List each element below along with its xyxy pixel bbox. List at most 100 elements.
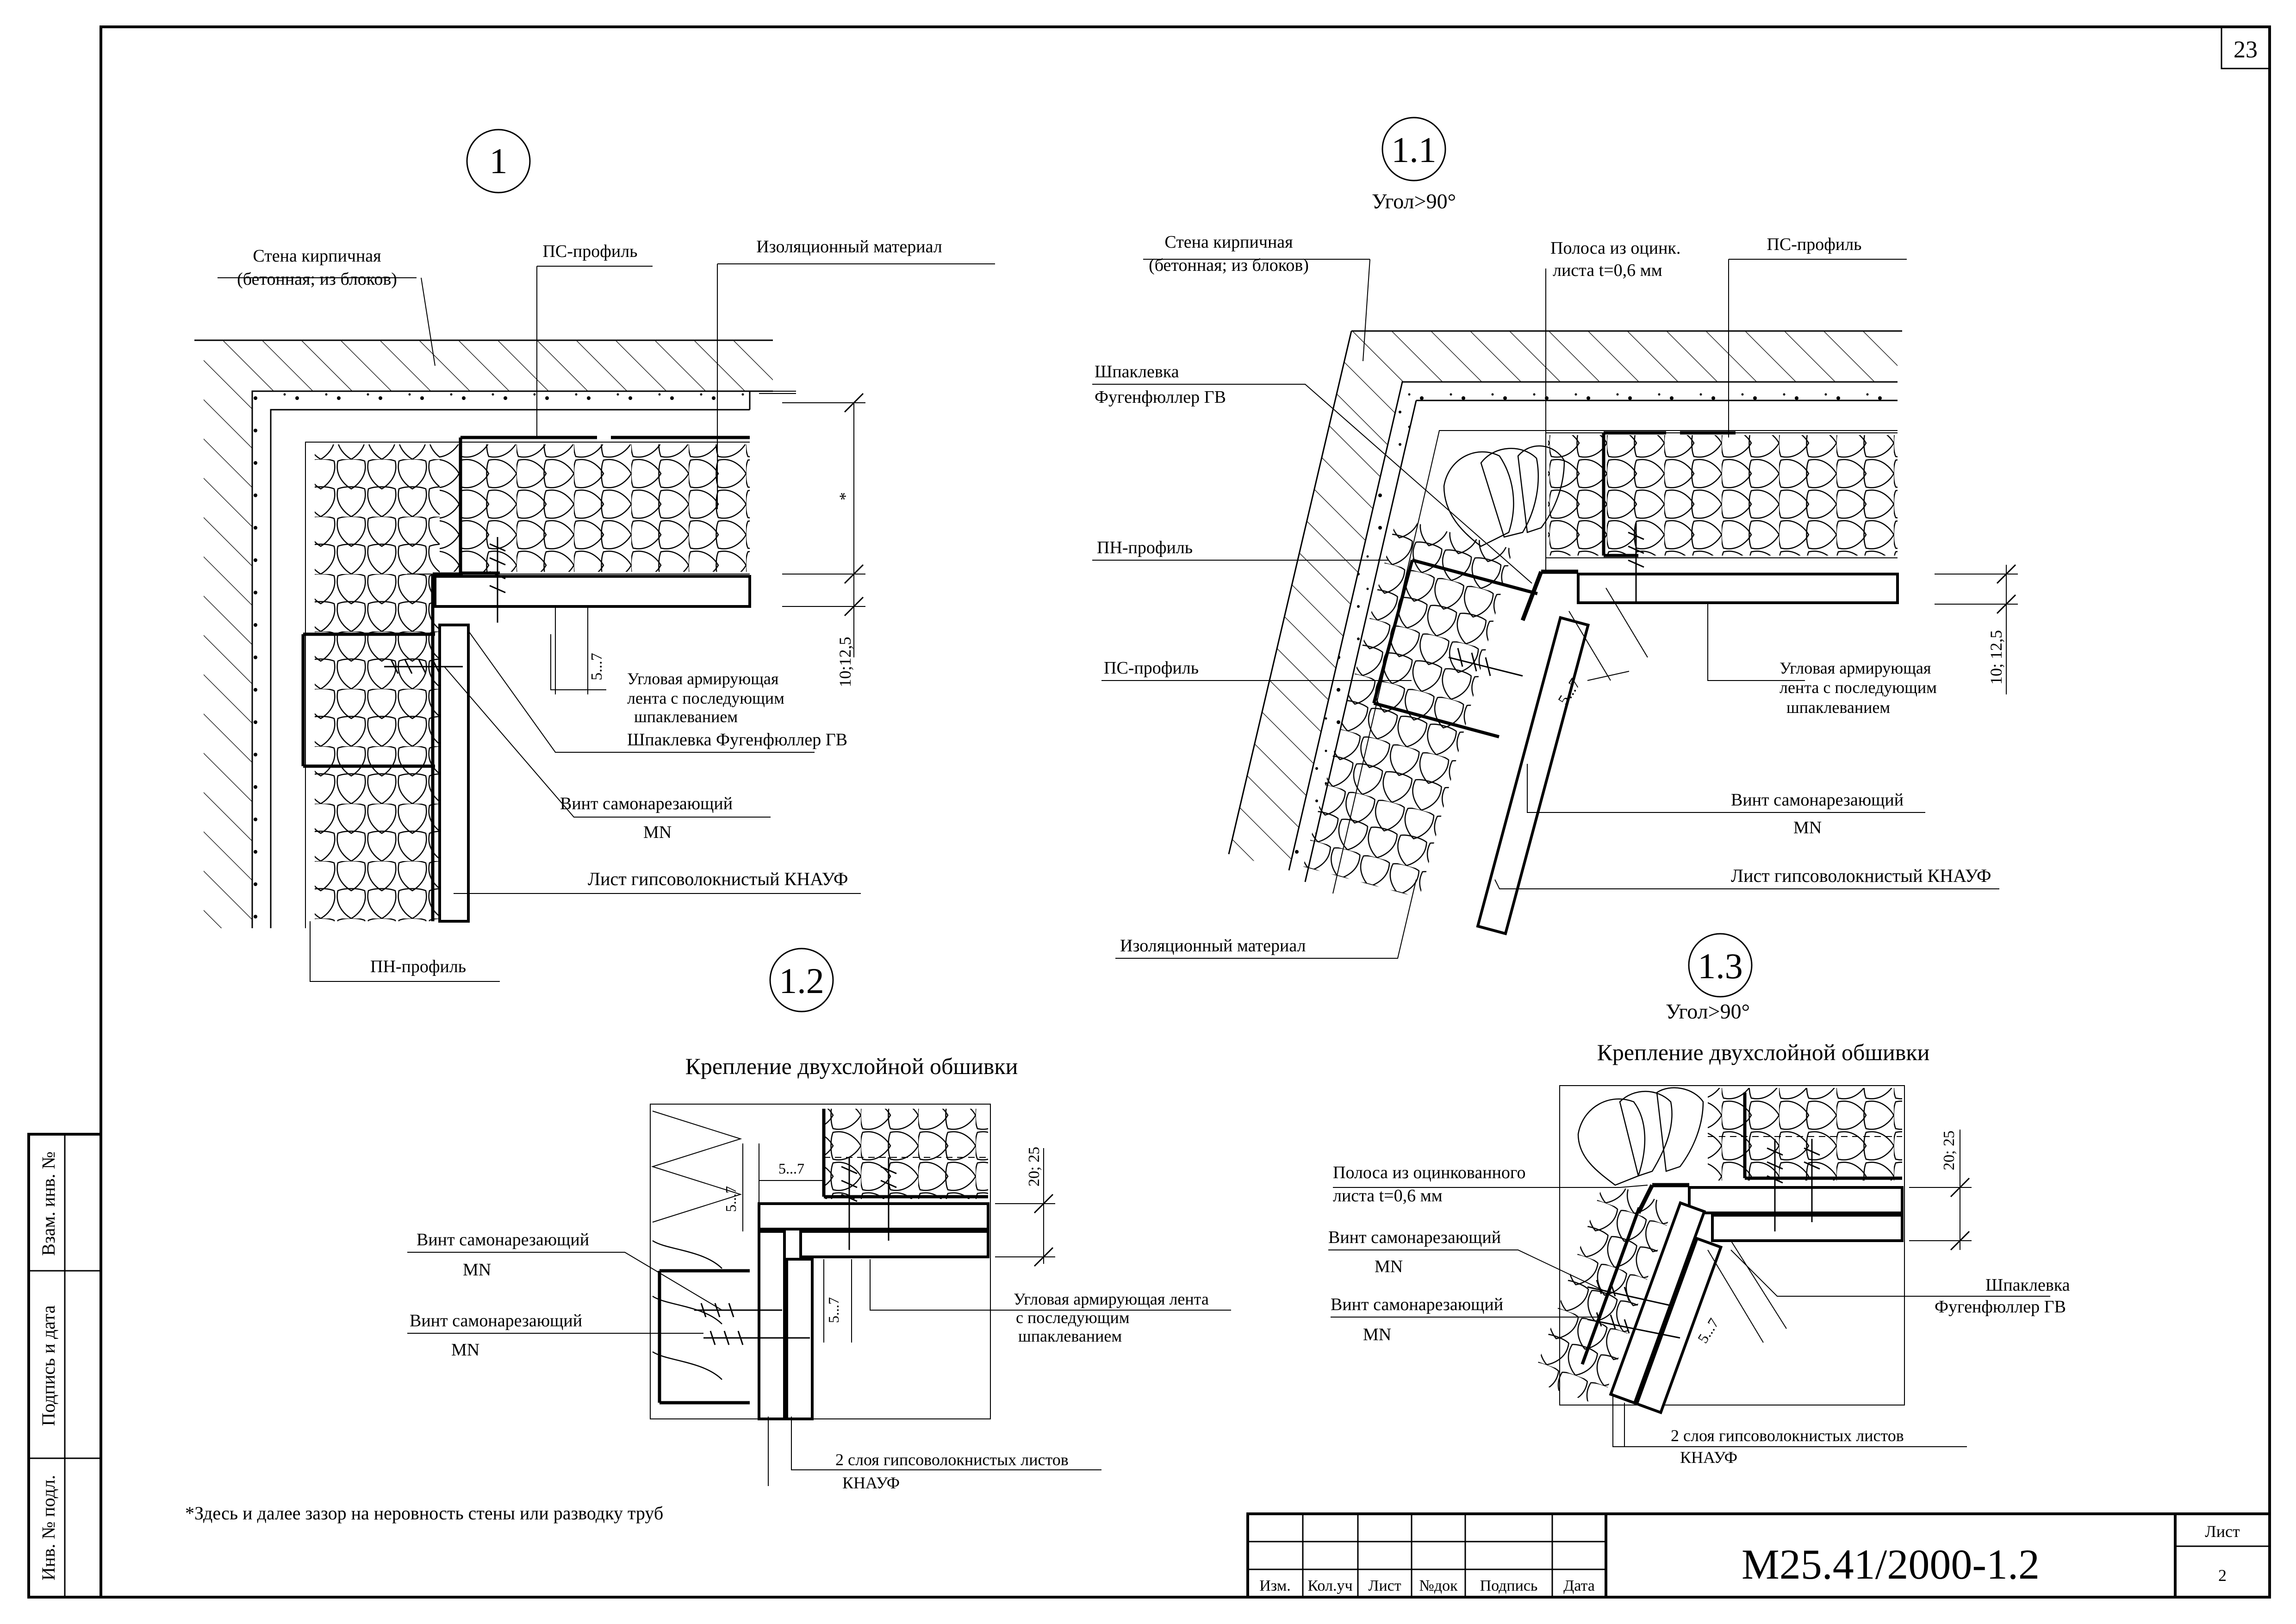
detail-1-2-title: Крепление двухслойной обшивки xyxy=(685,1053,1018,1079)
detail-1-2-board-h2 xyxy=(799,1230,989,1258)
detail-1-3-title: Крепление двухслойной обшивки xyxy=(1597,1039,1930,1065)
detail-1-dim-gap: 5...7 xyxy=(588,653,605,681)
detail-1-1-ps-profile-slanted xyxy=(1372,558,1538,738)
detail-1-insulation-vertical xyxy=(315,444,440,921)
detail-1-insulation-horizontal xyxy=(440,444,750,572)
detail-1-3-label-putty-2: Фугенфюллер ГВ xyxy=(1935,1297,2066,1317)
stamp-signature-date: Подпись и дата xyxy=(38,1305,59,1426)
document-code: М25.41/2000-1.2 xyxy=(1742,1541,2040,1588)
detail-1-3-label-screw1-mn: MN xyxy=(1375,1257,1403,1276)
footnote: *Здесь и далее зазор на неровность стены… xyxy=(185,1503,663,1524)
detail-1-label-wall-1: Стена кирпичная xyxy=(253,246,381,266)
stamp-original-inv: Инв. № подл. xyxy=(38,1475,59,1580)
detail-1-ps-profile-v xyxy=(301,632,435,768)
detail-1-1-label-putty-1: Шпаклевка xyxy=(1095,362,1179,381)
stamp-replace-inv: Взам. инв. № xyxy=(38,1151,59,1255)
detail-1-1: 1.1 Угол>90° xyxy=(1092,117,2018,959)
detail-1-2-label-knauf: КНАУФ xyxy=(842,1474,900,1492)
detail-1-3-label-screw1: Винт самонарезающий xyxy=(1328,1228,1501,1247)
detail-1-2-label-screw2-mn: MN xyxy=(451,1340,479,1360)
detail-1-2-insulation-horizontal xyxy=(824,1109,988,1199)
detail-1-2-label-tape-2: с последующим xyxy=(1016,1308,1130,1327)
detail-1-3-number: 1.3 xyxy=(1698,946,1743,986)
detail-1-3-board-v2 xyxy=(1635,1237,1723,1415)
detail-1-2-marker xyxy=(769,948,834,1012)
detail-1-3-board-h1 xyxy=(1688,1186,1904,1214)
detail-1-2-ps-profile-h xyxy=(822,1109,988,1199)
detail-1-3-label-screw2-mn: MN xyxy=(1363,1325,1391,1344)
detail-1-1-label-pn-profile: ПН-профиль xyxy=(1097,538,1193,557)
detail-1-label-pn-profile: ПН-профиль xyxy=(370,957,466,976)
detail-1-2-dim-gap-c: 5...7 xyxy=(825,1297,842,1323)
detail-1-1-label-screw-mn: MN xyxy=(1793,818,1822,837)
detail-1-2-board-v2 xyxy=(785,1258,814,1420)
detail-1-1-ps-profile-h xyxy=(1602,431,1736,557)
detail-1-3-strip xyxy=(1636,1183,1689,1214)
detail-1-3: 1.3 Угол>90° Крепление двухслойной обшив… xyxy=(1328,933,2070,1467)
detail-1-1-insulation-slanted xyxy=(1303,518,1513,898)
detail-1-screw-h xyxy=(384,659,463,674)
detail-1-label-tape-2: лента с последующим xyxy=(627,689,784,707)
detail-1-2: 1.2 Крепление двухслойной обшивки 5...7 … xyxy=(407,948,1231,1492)
detail-1-label-insulation: Изоляционный материал xyxy=(756,237,942,256)
detail-1-2-label-screw2: Винт самонарезающий xyxy=(410,1311,582,1330)
detail-1-1-label-strip-1: Полоса из оцинк. xyxy=(1550,238,1680,258)
detail-1-2-number: 1.2 xyxy=(779,961,824,1001)
detail-1-board-horizontal xyxy=(434,575,751,608)
detail-1-label-tape-1: Угловая армирующая xyxy=(627,669,778,688)
detail-1-1-marker xyxy=(1381,117,1446,181)
detail-1-marker xyxy=(466,129,531,194)
detail-1-1-label-screw: Винт самонарезающий xyxy=(1731,790,1904,810)
detail-1-3-dim-gap: 5...7 xyxy=(1694,1315,1722,1346)
detail-1-2-box xyxy=(650,1104,991,1419)
detail-1-3-corner-insulation xyxy=(1577,1087,1704,1186)
detail-1-2-board-v1 xyxy=(758,1230,786,1420)
detail-1-2-ps-profile-v xyxy=(658,1269,750,1405)
detail-1-1-label-wall-2: (бетонная; из блоков) xyxy=(1149,256,1309,275)
detail-1-2-label-tape-3: шпаклеванием xyxy=(1018,1327,1122,1345)
detail-1-3-label-layers: 2 слоя гипсоволокнистых листов xyxy=(1671,1426,1904,1445)
detail-1-3-insulation-slanted xyxy=(1531,1181,1674,1406)
tb-col-list: Лист xyxy=(1368,1577,1401,1594)
detail-1-3-ps-profile-slanted xyxy=(1580,1207,1641,1365)
detail-1-screw-v xyxy=(489,537,506,623)
detail-1-label-tape-3: шпаклеванием xyxy=(634,707,738,726)
detail-1-label-screw-mn: MN xyxy=(643,823,672,842)
detail-1-2-label-layers: 2 слоя гипсоволокнистых листов xyxy=(835,1450,1069,1469)
detail-1-wall-hatch xyxy=(204,340,773,928)
detail-1-3-label-screw2: Винт самонарезающий xyxy=(1331,1295,1503,1314)
detail-1-label-sheet: Лист гипсоволокнистый КНАУФ xyxy=(588,868,848,889)
detail-1: 1 * 10;12,5 5...7 xyxy=(194,129,995,982)
tb-sheet-label: Лист xyxy=(2205,1522,2240,1541)
detail-1-1-angle: Угол>90° xyxy=(1372,189,1456,213)
detail-1-2-label-tape-1: Угловая армирующая лента xyxy=(1014,1290,1209,1308)
detail-1-1-label-putty-2: Фугенфюллер ГВ xyxy=(1095,387,1226,407)
detail-1-2-label-screw1-mn: MN xyxy=(463,1260,491,1280)
detail-1-1-label-tape-2: лента с последующим xyxy=(1780,678,1937,697)
title-block: Изм. Кол.уч Лист №док Подпись Дата М25.4… xyxy=(1246,1512,2271,1599)
detail-1-label-wall-2: (бетонная; из блоков) xyxy=(237,269,397,289)
detail-1-1-number: 1.1 xyxy=(1391,130,1437,170)
detail-1-3-insulation-horizontal xyxy=(1708,1088,1902,1181)
detail-1-board-vertical xyxy=(438,624,470,923)
detail-1-3-label-strip-1: Полоса из оцинкованного xyxy=(1333,1163,1526,1182)
tb-col-izm: Изм. xyxy=(1259,1577,1291,1594)
detail-1-ps-profile-h xyxy=(459,436,750,575)
detail-1-dim-thk: 10;12,5 xyxy=(836,637,854,687)
detail-1-1-label-wall-1: Стена кирпичная xyxy=(1164,232,1293,252)
detail-1-2-label-screw1: Винт самонарезающий xyxy=(417,1230,589,1249)
tb-col-ndok: №док xyxy=(1419,1577,1458,1594)
detail-1-label-ps-profile: ПС-профиль xyxy=(542,242,637,261)
detail-1-1-board-slanted xyxy=(1476,616,1590,936)
detail-1-1-label-tape-1: Угловая армирующая xyxy=(1780,659,1931,677)
detail-1-3-label-putty-1: Шпаклевка xyxy=(1985,1275,2070,1295)
detail-1-label-putty: Шпаклевка Фугенфюллер ГВ xyxy=(627,730,847,750)
detail-1-1-label-insulation: Изоляционный материал xyxy=(1120,936,1306,956)
detail-1-3-label-strip-2: листа t=0,6 мм xyxy=(1333,1186,1443,1206)
detail-1-dim-star: * xyxy=(836,492,854,500)
detail-1-2-dim-gap-b: 5...7 xyxy=(778,1160,804,1177)
detail-1-1-label-ps-profile-top: ПС-профиль xyxy=(1767,235,1861,254)
sheet-frame: 23 xyxy=(100,25,2271,1599)
tb-col-date: Дата xyxy=(1563,1577,1595,1594)
detail-1-number: 1 xyxy=(490,141,508,181)
